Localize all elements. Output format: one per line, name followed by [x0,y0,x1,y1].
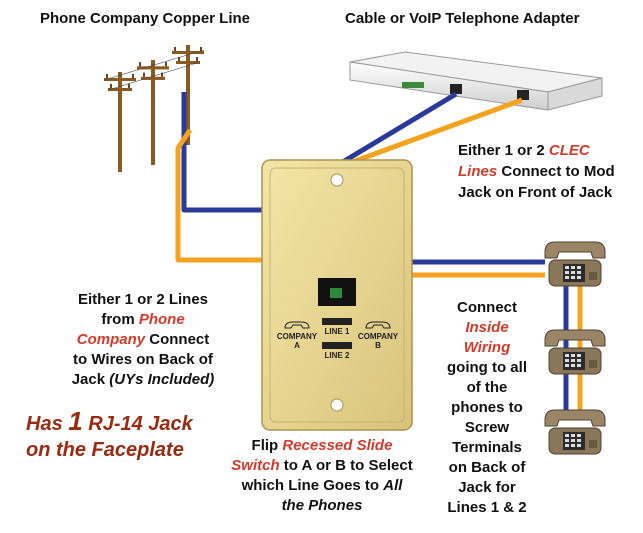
phone-company-note-text: to Wires on Back of [73,351,213,368]
faceplate-icon [261,159,413,431]
inside-wiring-note: Connect Inside Wiring going to all of th… [432,298,542,518]
headline-text: RJ-14 Jack [82,413,193,435]
phone-company-note-text: Jack [71,371,110,388]
inside-wiring-note-text: on Back of [448,459,526,476]
clec-note-text: Jack on Front of Jack [458,184,613,201]
phone-company-note-emphasis: Company [76,331,146,348]
phone-company-note-text: from [101,311,139,328]
utility-pole-icon [103,45,205,172]
inside-wiring-note-text: Jack for [458,479,516,496]
inside-wiring-note-text: phones to [451,399,523,416]
faceplate-company-b-label: COMPANY B [357,332,399,350]
clec-note-text: Connect to Mod [497,163,615,180]
flip-switch-note-text: which Line Goes to [241,477,384,494]
inside-wiring-note-text: Terminals [452,439,522,456]
inside-wiring-note-text: Connect [457,299,517,316]
clec-note-emphasis: CLEC [548,142,590,159]
telephone-icon [544,241,606,455]
flip-switch-note-text: Flip [251,437,283,454]
phone-company-note-text: (UYs Included) [109,371,215,388]
copper-line-title: Phone Company Copper Line [40,10,251,27]
inside-wiring-note-text: of the [466,379,508,396]
phone-company-note: Either 1 or 2 Lines from Phone Company C… [58,290,228,390]
inside-wiring-note-text: Screw [464,419,510,436]
flip-switch-note-text: to A or B to Select [279,457,413,474]
clec-note-emphasis: Lines [458,163,498,180]
inside-wiring-note-emphasis: Wiring [463,339,511,356]
flip-switch-note-emphasis: Recessed Slide [282,437,393,454]
headline-number: 1 [68,406,83,436]
clec-note: Either 1 or 2 CLEC Lines Connect to Mod … [458,140,615,203]
flip-switch-note-emphasis: Switch [231,457,280,474]
flip-switch-note-text: All [383,477,403,494]
inside-wiring-note-text: Lines 1 & 2 [447,499,527,516]
headline: Has 1 RJ-14 Jack on the Faceplate [26,408,193,463]
phone-company-note-emphasis: Phone [138,311,185,328]
inside-wiring-note-emphasis: Inside [465,319,509,336]
headline-text: Has [26,413,69,435]
headline-text: on the Faceplate [26,439,184,461]
faceplate-line1-label: LINE 1 [324,327,350,336]
flip-switch-note-text: the Phones [281,497,363,514]
adapter-title: Cable or VoIP Telephone Adapter [345,10,580,27]
clec-note-text: Either 1 or 2 [458,142,549,159]
faceplate-company-a-label: COMPANY A [276,332,318,350]
phone-company-note-text: Either 1 or 2 Lines [77,291,209,308]
voip-adapter-icon [349,51,603,111]
flip-switch-note: Flip Recessed Slide Switch to A or B to … [214,436,430,516]
inside-wiring-note-text: going to all [447,359,527,376]
faceplate-line2-label: LINE 2 [324,351,350,360]
phone-company-note-text: Connect [145,331,210,348]
